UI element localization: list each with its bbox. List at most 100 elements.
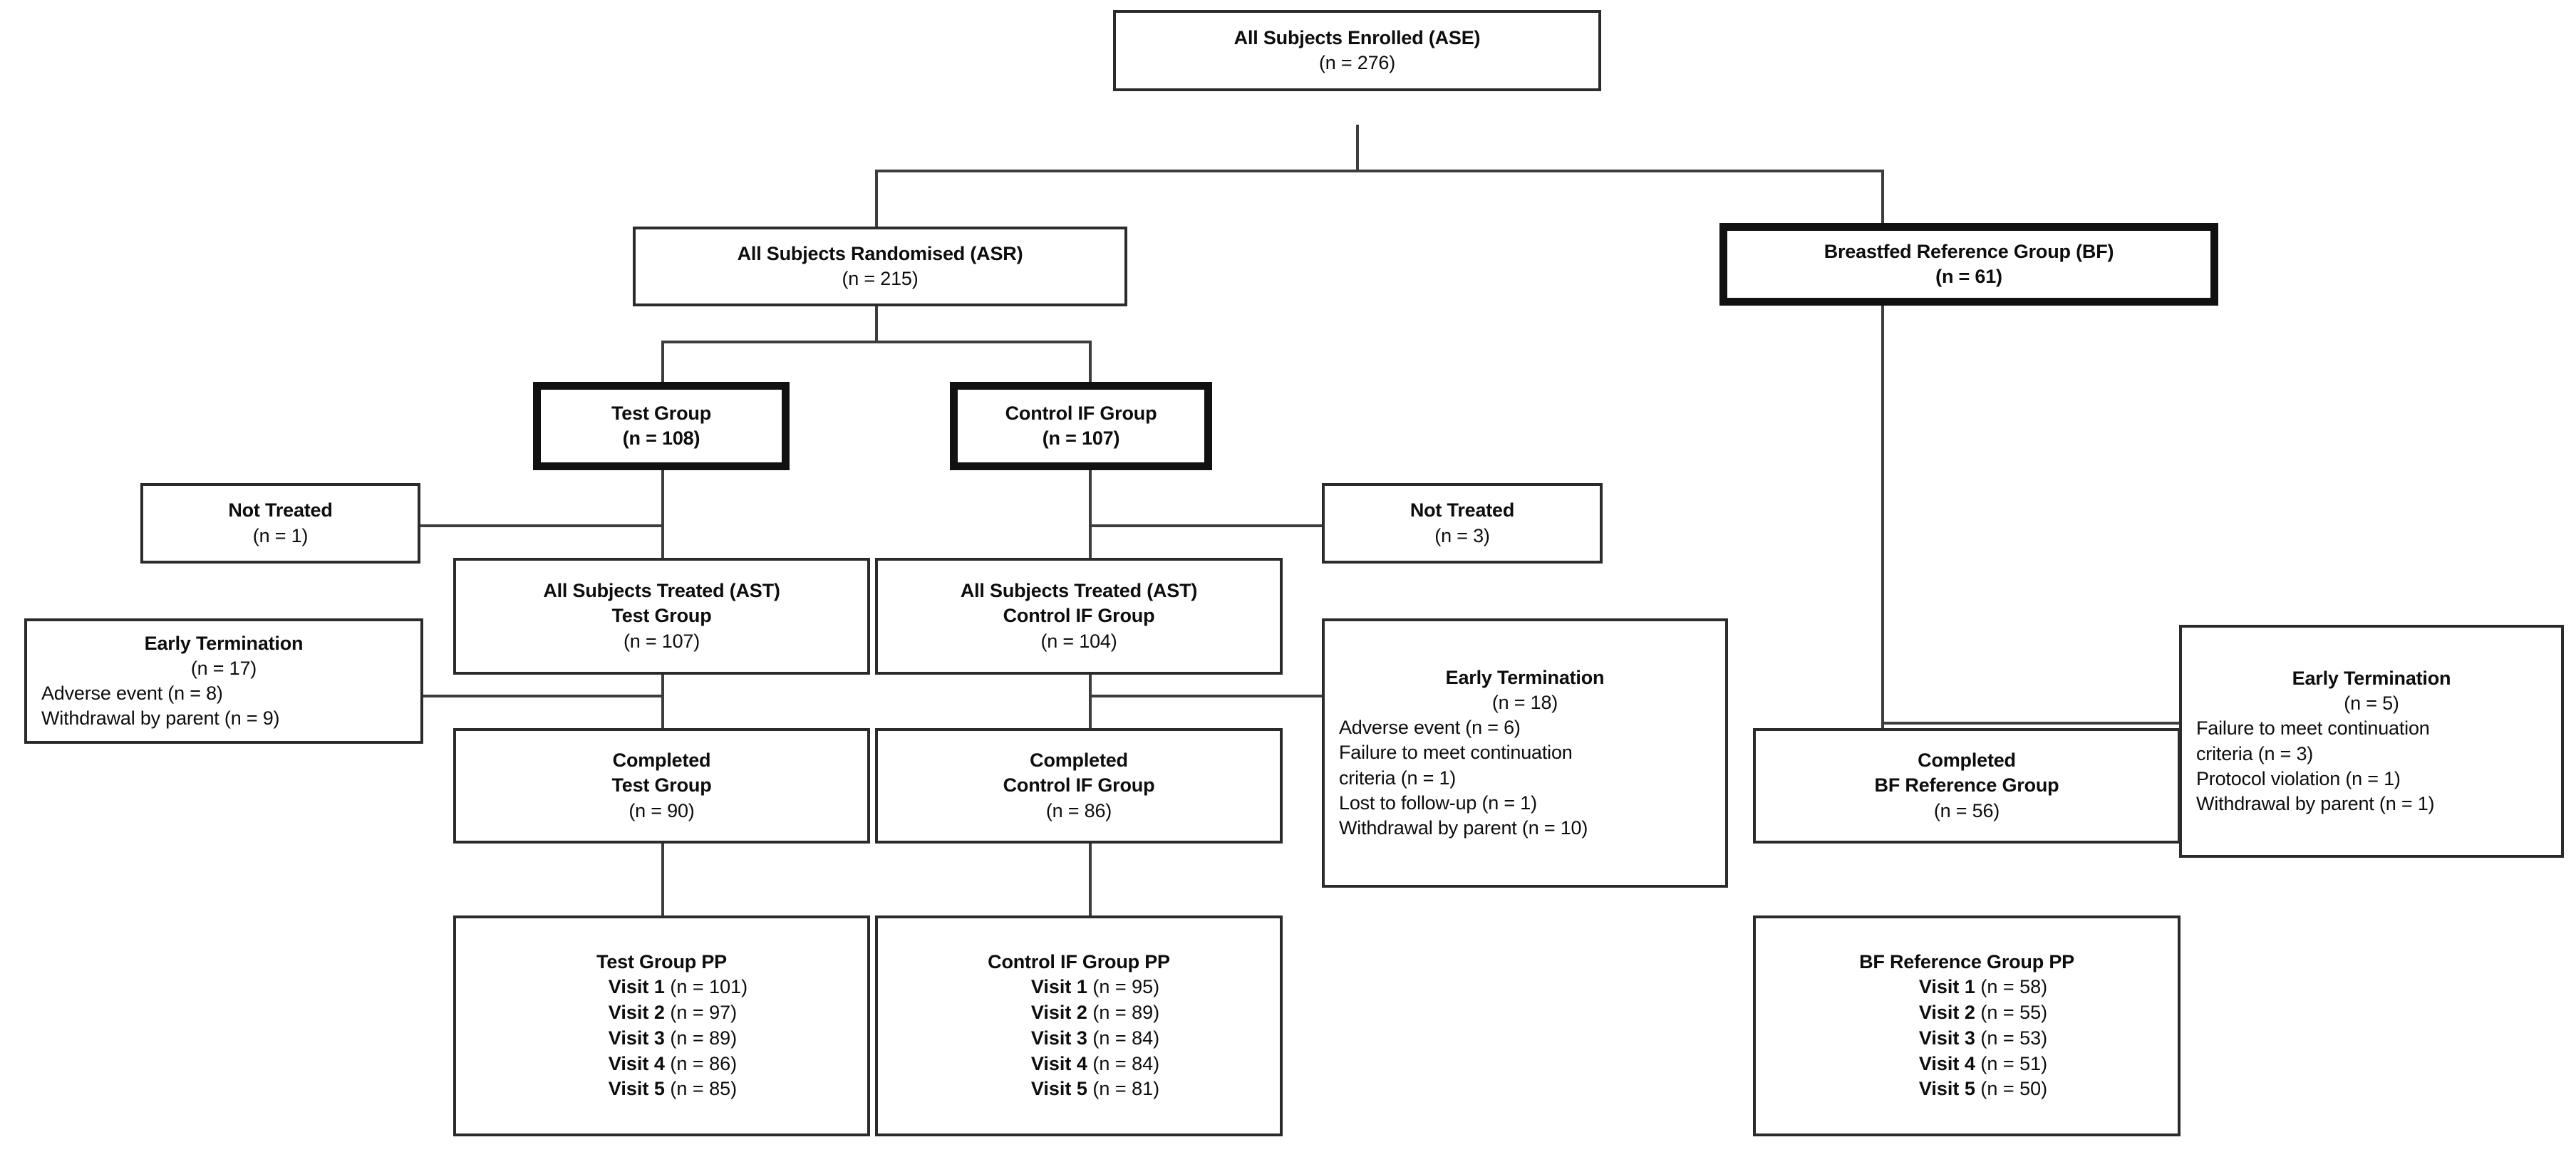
visit-list: Visit 1 (n = 95)Visit 2 (n = 89)Visit 3 …	[1031, 975, 1159, 1103]
reason-list: Adverse event (n = 8)Withdrawal by paren…	[27, 681, 420, 731]
visit-row: Visit 2 (n = 55)	[1919, 1000, 2047, 1026]
node-title: Completed	[1918, 749, 2016, 772]
visit-row: Visit 4 (n = 86)	[609, 1052, 737, 1077]
node-count: (n = 3)	[1434, 524, 1490, 546]
node-control-if-group: Control IF Group (n = 107)	[950, 382, 1212, 470]
node-count: (n = 1)	[252, 524, 309, 546]
visit-count: (n = 89)	[664, 1027, 738, 1049]
node-title: All Subjects Treated (AST)	[960, 580, 1198, 602]
node-count: (n = 108)	[622, 427, 700, 449]
node-count: (n = 18)	[1491, 692, 1558, 714]
reason-item: criteria (n = 3)	[2196, 742, 2314, 764]
node-title: All Subjects Randomised (ASR)	[737, 242, 1023, 264]
visit-list: Visit 1 (n = 58)Visit 2 (n = 55)Visit 3 …	[1919, 975, 2047, 1103]
reason-item: Failure to meet continuation	[2196, 717, 2430, 740]
visit-row: Visit 5 (n = 81)	[1031, 1076, 1159, 1102]
node-subtitle: Test Group	[611, 605, 712, 627]
visit-row: Visit 3 (n = 89)	[609, 1026, 737, 1052]
visit-label: Visit 3	[1918, 1027, 1975, 1049]
visit-label: Visit 5	[1030, 1078, 1087, 1100]
visit-count: (n = 85)	[664, 1078, 738, 1100]
visit-label: Visit 1	[1030, 975, 1087, 997]
visit-count: (n = 89)	[1087, 1001, 1160, 1023]
reason-item: Lost to follow-up (n = 1)	[1339, 792, 1537, 814]
node-count: (n = 107)	[1042, 427, 1120, 449]
visit-count: (n = 86)	[664, 1052, 738, 1074]
visit-label: Visit 2	[1030, 1001, 1087, 1023]
reason-item: Failure to meet continuation	[1339, 742, 1573, 764]
node-title: Breastfed Reference Group (BF)	[1824, 240, 2114, 262]
node-title: Completed	[612, 749, 711, 772]
reason-item: Protocol violation (n = 1)	[2196, 767, 2401, 789]
connector-bus2-to-test	[661, 341, 664, 389]
connector-control-spine	[1089, 470, 1092, 915]
node-count: (n = 107)	[623, 630, 700, 652]
visit-count: (n = 84)	[1087, 1052, 1160, 1074]
node-completed-bf-reference-group: Completed BF Reference Group (n = 56)	[1753, 728, 2181, 844]
node-count: (n = 276)	[1318, 52, 1396, 73]
node-early-termination-test: Early Termination (n = 17) Adverse event…	[24, 618, 423, 744]
node-early-termination-bf: Early Termination (n = 5) Failure to mee…	[2179, 625, 2564, 858]
node-title: Test Group PP	[596, 950, 727, 972]
visit-label: Visit 1	[1918, 975, 1975, 997]
node-pp-test-group: Test Group PP Visit 1 (n = 101)Visit 2 (…	[453, 915, 870, 1136]
node-title: BF Reference Group PP	[1859, 950, 2074, 972]
reason-item: criteria (n = 1)	[1339, 767, 1457, 789]
connector-not-treated-control	[1089, 524, 1324, 527]
visit-row: Visit 1 (n = 58)	[1919, 975, 2047, 1000]
visit-count: (n = 84)	[1087, 1027, 1160, 1049]
visit-label: Visit 5	[1918, 1078, 1975, 1100]
node-early-termination-control: Early Termination (n = 18) Adverse event…	[1322, 618, 1728, 888]
node-subtitle: BF Reference Group	[1874, 774, 2059, 797]
node-count: (n = 61)	[1935, 266, 2002, 287]
connector-not-treated-test	[420, 524, 664, 527]
visit-label: Visit 3	[608, 1027, 665, 1049]
node-subtitle: Control IF Group	[1003, 774, 1155, 797]
node-count: (n = 215)	[842, 268, 919, 289]
visit-count: (n = 50)	[1975, 1078, 2048, 1100]
connector-split-bus	[875, 170, 1884, 172]
visit-row: Visit 2 (n = 89)	[1031, 1000, 1159, 1026]
connector-et-bf	[1881, 722, 2179, 725]
node-count: (n = 86)	[1045, 799, 1112, 821]
visit-list: Visit 1 (n = 101)Visit 2 (n = 97)Visit 3…	[609, 975, 748, 1103]
connector-et-control	[1089, 695, 1324, 697]
node-not-treated-control: Not Treated (n = 3)	[1322, 483, 1603, 564]
connector-bus-to-bf	[1881, 170, 1884, 227]
node-pp-control-if-group: Control IF Group PP Visit 1 (n = 95)Visi…	[875, 915, 1283, 1136]
node-ast-control-if-group: All Subjects Treated (AST) Control IF Gr…	[875, 558, 1283, 675]
visit-label: Visit 4	[1918, 1052, 1975, 1074]
visit-row: Visit 3 (n = 84)	[1031, 1026, 1159, 1052]
visit-label: Visit 1	[608, 975, 665, 997]
visit-count: (n = 53)	[1975, 1027, 2048, 1049]
visit-row: Visit 2 (n = 97)	[609, 1000, 737, 1026]
node-ast-test-group: All Subjects Treated (AST) Test Group (n…	[453, 558, 870, 675]
node-subtitle: Test Group	[611, 774, 712, 797]
node-completed-test-group: Completed Test Group (n = 90)	[453, 728, 870, 844]
visit-count: (n = 51)	[1975, 1052, 2048, 1074]
connector-et-test	[420, 695, 664, 697]
visit-label: Visit 5	[608, 1078, 665, 1100]
connector-test-spine	[661, 470, 664, 915]
node-test-group: Test Group (n = 108)	[533, 382, 790, 470]
visit-row: Visit 1 (n = 101)	[609, 975, 748, 1000]
node-subtitle: Control IF Group	[1003, 605, 1155, 627]
node-count: (n = 90)	[629, 799, 695, 821]
node-title: Not Treated	[1409, 499, 1515, 522]
node-title: Early Termination	[2292, 668, 2451, 690]
node-count: (n = 104)	[1040, 630, 1117, 652]
visit-count: (n = 55)	[1975, 1001, 2048, 1023]
node-title: All Subjects Enrolled (ASE)	[1233, 26, 1481, 48]
node-count: (n = 56)	[1933, 799, 2000, 821]
node-count: (n = 5)	[2344, 692, 2399, 715]
visit-label: Visit 2	[608, 1001, 665, 1023]
reason-item: Withdrawal by parent (n = 10)	[1339, 816, 1588, 839]
visit-label: Visit 4	[608, 1052, 665, 1074]
visit-row: Visit 4 (n = 51)	[1919, 1052, 2047, 1077]
node-completed-control-if-group: Completed Control IF Group (n = 86)	[875, 728, 1283, 844]
reason-item: Adverse event (n = 6)	[1339, 717, 1521, 739]
visit-row: Visit 1 (n = 95)	[1031, 975, 1159, 1000]
visit-label: Visit 3	[1030, 1027, 1087, 1049]
